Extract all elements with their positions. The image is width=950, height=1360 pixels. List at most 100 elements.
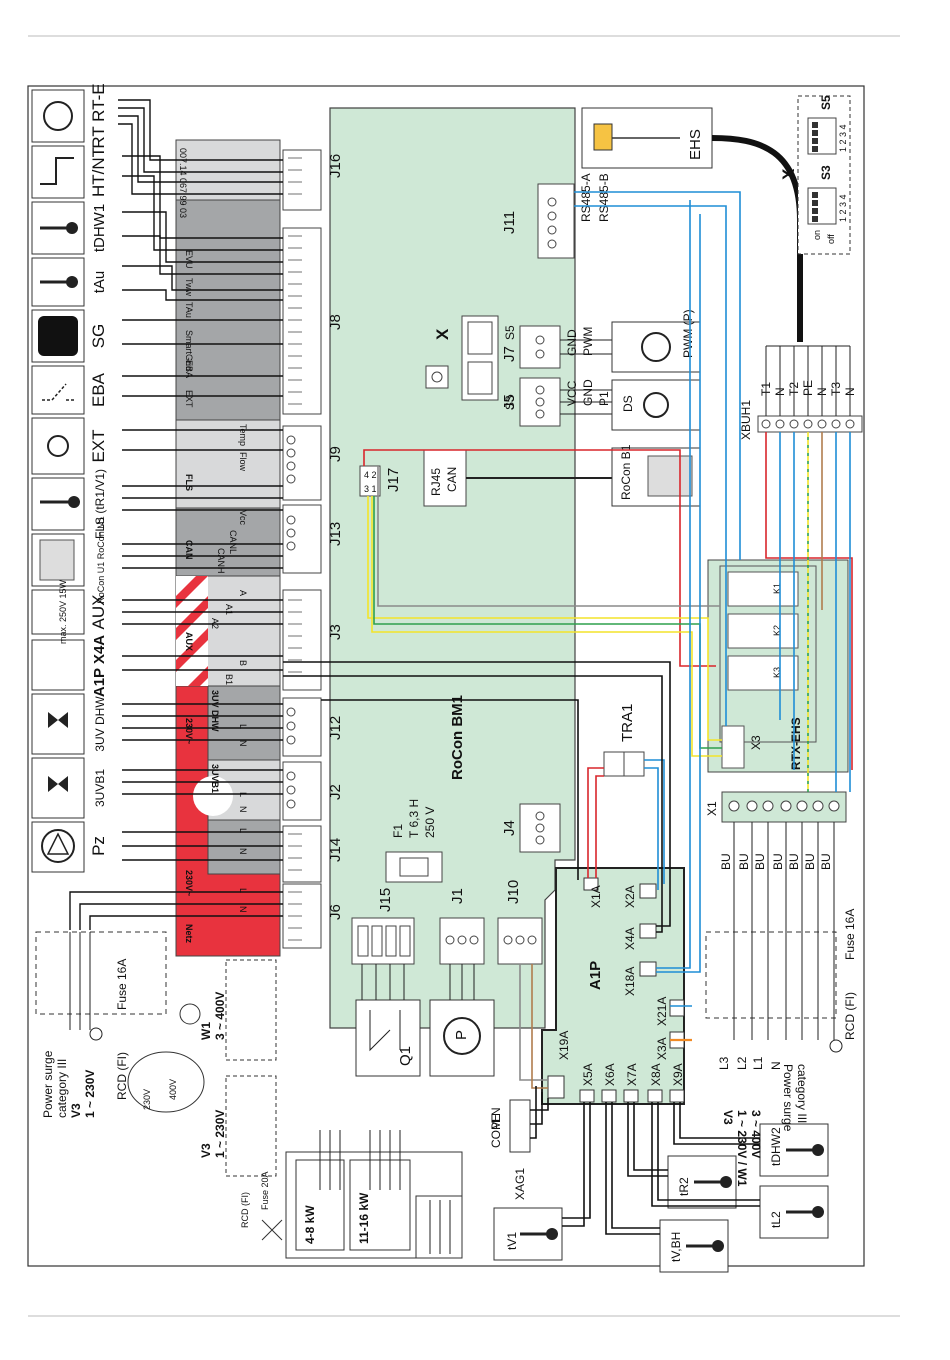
svg-text:S5: S5 — [503, 325, 517, 340]
svg-text:Pz: Pz — [89, 836, 108, 856]
svg-text:J7: J7 — [501, 346, 518, 362]
pressure-sensor: DS — [611, 379, 701, 431]
svg-text:11-16 kW: 11-16 kW — [357, 1192, 371, 1244]
svg-text:Fuse 16A: Fuse 16A — [843, 909, 857, 960]
bottom-left: Fuse 16A RCD (FI) Power surge category I… — [35, 931, 283, 1241]
svg-text:V3: V3 — [199, 1143, 213, 1158]
svg-text:K1: K1 — [772, 583, 782, 594]
valve-icon — [48, 712, 68, 728]
svg-text:HT/NT: HT/NT — [89, 147, 108, 197]
svg-text:category III: category III — [55, 1059, 69, 1118]
sensor-wires — [530, 1086, 760, 1235]
svg-text:N: N — [769, 1061, 783, 1070]
terminal-circles — [286, 435, 296, 809]
svg-text:tV1: tV1 — [505, 1232, 519, 1250]
svg-text:BU: BU — [771, 853, 785, 870]
tariff-icon — [40, 157, 74, 185]
svg-text:J5: J5 — [501, 394, 518, 410]
j10-connector: J10 — [497, 880, 543, 965]
high-voltage-icon — [593, 123, 613, 151]
q1-box: Q1 — [355, 999, 421, 1077]
rtx-ehs-board: K1 K2 K3 X3 RTX-EHS X1 — [705, 559, 849, 823]
sg-ready-icon — [38, 316, 78, 356]
svg-text:J3: J3 — [327, 624, 344, 640]
svg-text:J8: J8 — [327, 314, 344, 330]
svg-text:F1: F1 — [391, 824, 405, 838]
j11-connector: J11 — [501, 183, 575, 259]
person-icon — [179, 1003, 201, 1025]
svg-text:RCD (FI): RCD (FI) — [115, 1052, 129, 1100]
svg-text:XBUH1: XBUH1 — [739, 400, 753, 440]
svg-text:Q1: Q1 — [397, 1046, 414, 1066]
svg-text:on: on — [812, 230, 822, 240]
aux-icon — [31, 589, 85, 635]
svg-text:J15: J15 — [377, 888, 394, 912]
board-name: RoCon BM1 — [449, 695, 466, 780]
svg-text:L2: L2 — [735, 1056, 749, 1070]
svg-text:K2: K2 — [772, 625, 782, 636]
svg-text:EBA: EBA — [184, 360, 194, 378]
svg-text:RTX-EHS: RTX-EHS — [789, 717, 803, 770]
pwm-pump: PWM (P) — [611, 309, 701, 373]
svg-text:EBA: EBA — [89, 372, 108, 407]
svg-text:RoCon B1: RoCon B1 — [619, 444, 633, 500]
svg-text:J11: J11 — [501, 211, 518, 234]
svg-text:XAG1: XAG1 — [513, 1168, 527, 1200]
svg-text:V3: V3 — [721, 1110, 735, 1125]
svg-text:J4: J4 — [501, 820, 518, 836]
svg-text:EVU: EVU — [184, 250, 194, 269]
pump-icon — [443, 1017, 481, 1055]
svg-text:RCD (FI): RCD (FI) — [843, 992, 857, 1040]
svg-text:A1P: A1P — [587, 961, 604, 990]
valve-icon — [48, 776, 68, 792]
svg-text:K3: K3 — [772, 667, 782, 678]
svg-text:L: L — [238, 828, 248, 833]
svg-text:N: N — [238, 906, 248, 913]
svg-text:X9A: X9A — [671, 1063, 685, 1086]
svg-text:N: N — [489, 1107, 503, 1116]
svg-text:max. 250V 15W: max. 250V 15W — [58, 579, 68, 644]
dip-switches: S5 S3 1 2 3 4 1 2 3 4 on off — [797, 95, 851, 255]
bottom-right-mains: BU BU BU BU BU BU BU Fuse 16A RCD (FI) L… — [705, 822, 857, 1187]
svg-text:BU: BU — [737, 853, 751, 870]
svg-text:Netz: Netz — [184, 924, 194, 944]
svg-text:X18A: X18A — [623, 967, 637, 996]
j15-connector: J15 — [351, 888, 415, 965]
gauge-icon — [643, 392, 669, 418]
svg-text:X3A: X3A — [655, 1037, 669, 1060]
svg-text:VCC: VCC — [565, 380, 579, 406]
terminal-slots — [288, 157, 302, 941]
svg-text:COM: COM — [489, 1120, 503, 1148]
thermostat-icon — [43, 101, 73, 131]
svg-text:FLS (tR1/V1): FLS (tR1/V1) — [93, 469, 107, 539]
svg-text:BU: BU — [819, 853, 833, 870]
j4-connector: J4 — [501, 803, 561, 853]
left-wires — [69, 99, 283, 930]
svg-text:X1A: X1A — [589, 885, 603, 908]
svg-text:PE: PE — [489, 1114, 503, 1130]
svg-text:230V~: 230V~ — [184, 718, 194, 744]
p-box: P — [429, 999, 495, 1077]
svg-text:N: N — [238, 806, 248, 813]
svg-text:B1: B1 — [224, 674, 234, 685]
svg-text:CAN: CAN — [445, 467, 459, 492]
j7-j5-wires — [560, 339, 612, 415]
svg-text:Tww: Tww — [184, 278, 194, 297]
left-devices — [31, 89, 85, 873]
svg-text:RCD (FI): RCD (FI) — [240, 1192, 250, 1228]
svg-text:J1: J1 — [449, 888, 466, 904]
q1-p-wires — [361, 964, 475, 1000]
svg-text:1 2 3 4: 1 2 3 4 — [838, 124, 848, 152]
svg-text:3 ~ 400V: 3 ~ 400V — [213, 992, 227, 1040]
svg-text:CAN: CAN — [184, 540, 194, 560]
ground-icon — [89, 1027, 103, 1041]
svg-text:SG: SG — [89, 324, 108, 349]
svg-text:tV,BH: tV,BH — [669, 1232, 683, 1262]
svg-text:BU: BU — [803, 853, 817, 870]
board-hole — [193, 776, 233, 816]
svg-text:tAu: tAu — [91, 271, 108, 294]
j7-connector: J7 GND PWM — [501, 325, 595, 369]
j-labels: J16 J8 J9 J13 J3 J12 J2 J14 J6 — [327, 154, 344, 920]
svg-text:S5: S5 — [819, 95, 833, 110]
svg-text:J16: J16 — [327, 154, 344, 178]
